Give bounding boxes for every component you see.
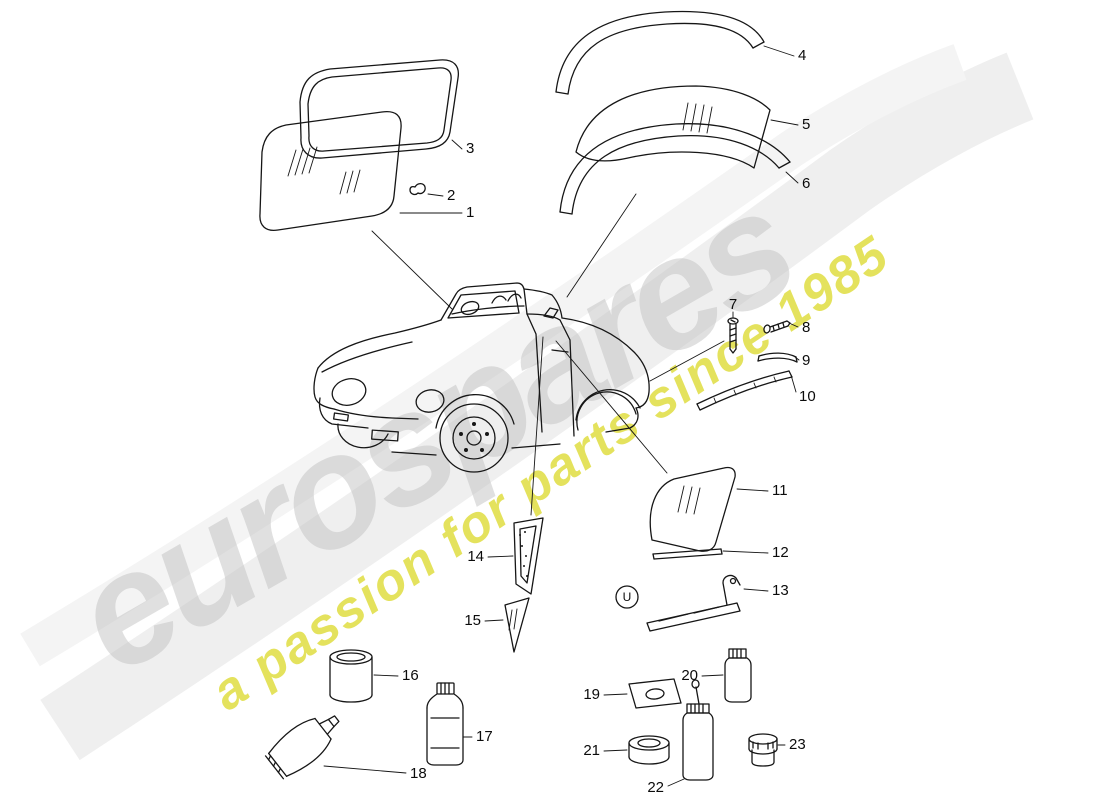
bracket-drawing (646, 574, 741, 632)
callout-part-11[interactable]: 11 (772, 482, 788, 499)
glazing-strip-drawing (652, 548, 723, 560)
sealant-can-drawing (329, 649, 373, 703)
callout-part-18[interactable]: 18 (410, 765, 427, 782)
rear-window-seal-drawing (559, 123, 791, 215)
screw-drawing-2 (763, 320, 791, 334)
windshield-glass-drawing (259, 110, 402, 232)
callout-part-3[interactable]: 3 (466, 140, 474, 157)
callout-part-16[interactable]: 16 (402, 667, 419, 684)
callout-part-4[interactable]: 4 (798, 47, 806, 64)
callout-part-14[interactable]: 14 (467, 548, 484, 565)
callout-part-12[interactable]: 12 (772, 544, 789, 561)
callout-part-8[interactable]: 8 (802, 319, 810, 336)
cleaner-bottle-drawing (426, 682, 464, 766)
callout-part-9[interactable]: 9 (802, 352, 810, 369)
sealing-ring-drawing (628, 735, 670, 765)
primer-bottle-drawing (724, 648, 752, 703)
sealant-tube-drawing (264, 715, 340, 780)
u-marker-label: U (623, 590, 632, 604)
callout-part-6[interactable]: 6 (802, 175, 810, 192)
seal-triangle-drawing (513, 517, 544, 595)
callouts: 1 2 3 4 5 6 7 8 9 10 11 12 13 14 15 16 1… (402, 47, 816, 796)
screw-drawing (727, 317, 739, 354)
car-drawing (313, 282, 650, 473)
trim-strip-drawing-2 (696, 370, 793, 411)
callout-part-13[interactable]: 13 (772, 582, 789, 599)
callout-part-20[interactable]: 20 (681, 667, 698, 684)
rear-window-glass-drawing (575, 85, 771, 169)
callout-part-21[interactable]: 21 (583, 742, 600, 759)
callout-part-5[interactable]: 5 (802, 116, 810, 133)
callout-part-7[interactable]: 7 (729, 296, 737, 313)
callout-part-15[interactable]: 15 (464, 612, 481, 629)
callout-part-22[interactable]: 22 (647, 779, 664, 796)
trim-strip-drawing (757, 352, 798, 363)
leader-lines (323, 45, 800, 787)
callout-part-17[interactable]: 17 (476, 728, 493, 745)
quarter-window-glass-drawing (649, 466, 736, 552)
pad-drawing (628, 678, 682, 709)
jar-drawing (748, 733, 778, 767)
quarter-glass-small-drawing (504, 597, 530, 653)
windshield-seal-drawing (299, 59, 460, 159)
callout-part-1[interactable]: 1 (466, 204, 474, 221)
windshield-clip-drawing (409, 182, 426, 196)
callout-part-2[interactable]: 2 (447, 187, 455, 204)
applicator-bottle-drawing (682, 679, 714, 781)
circled-u-marker (615, 585, 639, 609)
callout-part-10[interactable]: 10 (799, 388, 816, 405)
rear-window-seal-upper-drawing (555, 10, 765, 95)
callout-part-19[interactable]: 19 (583, 686, 600, 703)
callout-part-23[interactable]: 23 (789, 736, 806, 753)
